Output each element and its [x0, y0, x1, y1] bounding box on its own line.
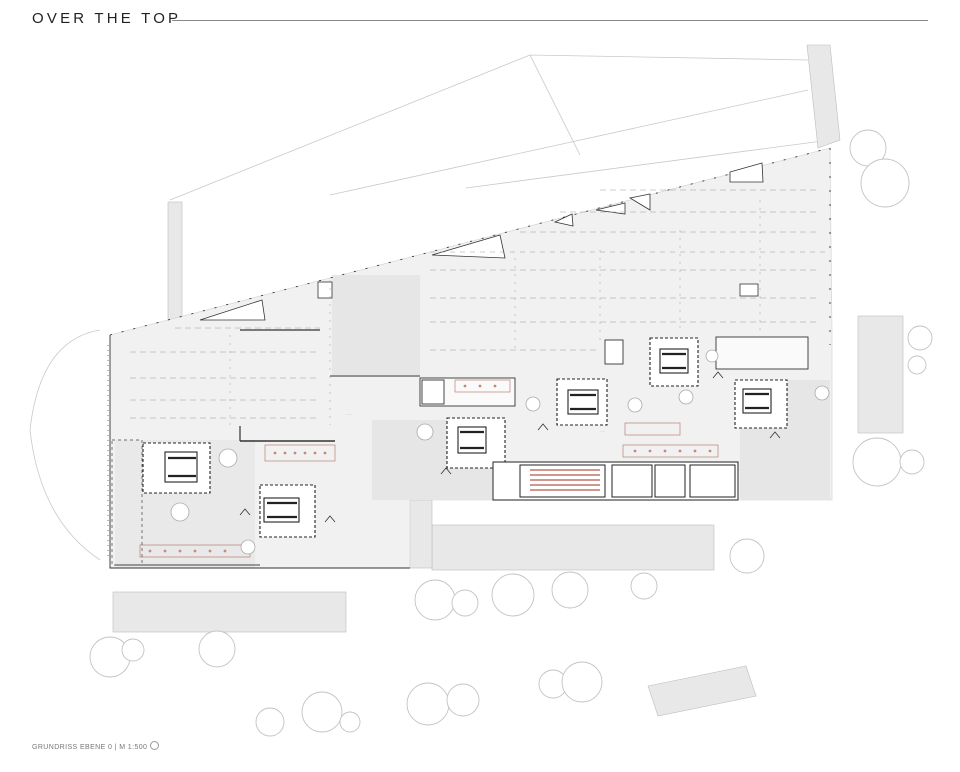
- svg-text:·······: ·······: [345, 412, 352, 416]
- tree-icon: [89, 129, 933, 737]
- west-arcade: [111, 439, 260, 566]
- room-labels: ······· ·····: [345, 412, 605, 433]
- neighbor-buildings: [112, 44, 904, 717]
- courtyard-trees: [170, 349, 830, 555]
- caption-text: GRUNDRISS EBENE 0 | M 1:500: [32, 744, 148, 751]
- furniture-dots: [148, 384, 712, 553]
- south-wing: [492, 461, 739, 501]
- svg-text:·····: ·····: [600, 429, 605, 433]
- south-wing-seating: [530, 469, 600, 491]
- core-hatching: [168, 352, 769, 519]
- title-rule: [172, 20, 928, 21]
- drawing-caption: GRUNDRISS EBENE 0 | M 1:500: [32, 741, 160, 751]
- drawing-title: OVER THE TOP: [32, 10, 182, 27]
- context-lines: [29, 54, 831, 561]
- parking-grid: [130, 189, 830, 425]
- perimeter: [107, 147, 831, 569]
- north-circle-icon: [150, 741, 160, 750]
- north-arrow-icon: [239, 371, 781, 523]
